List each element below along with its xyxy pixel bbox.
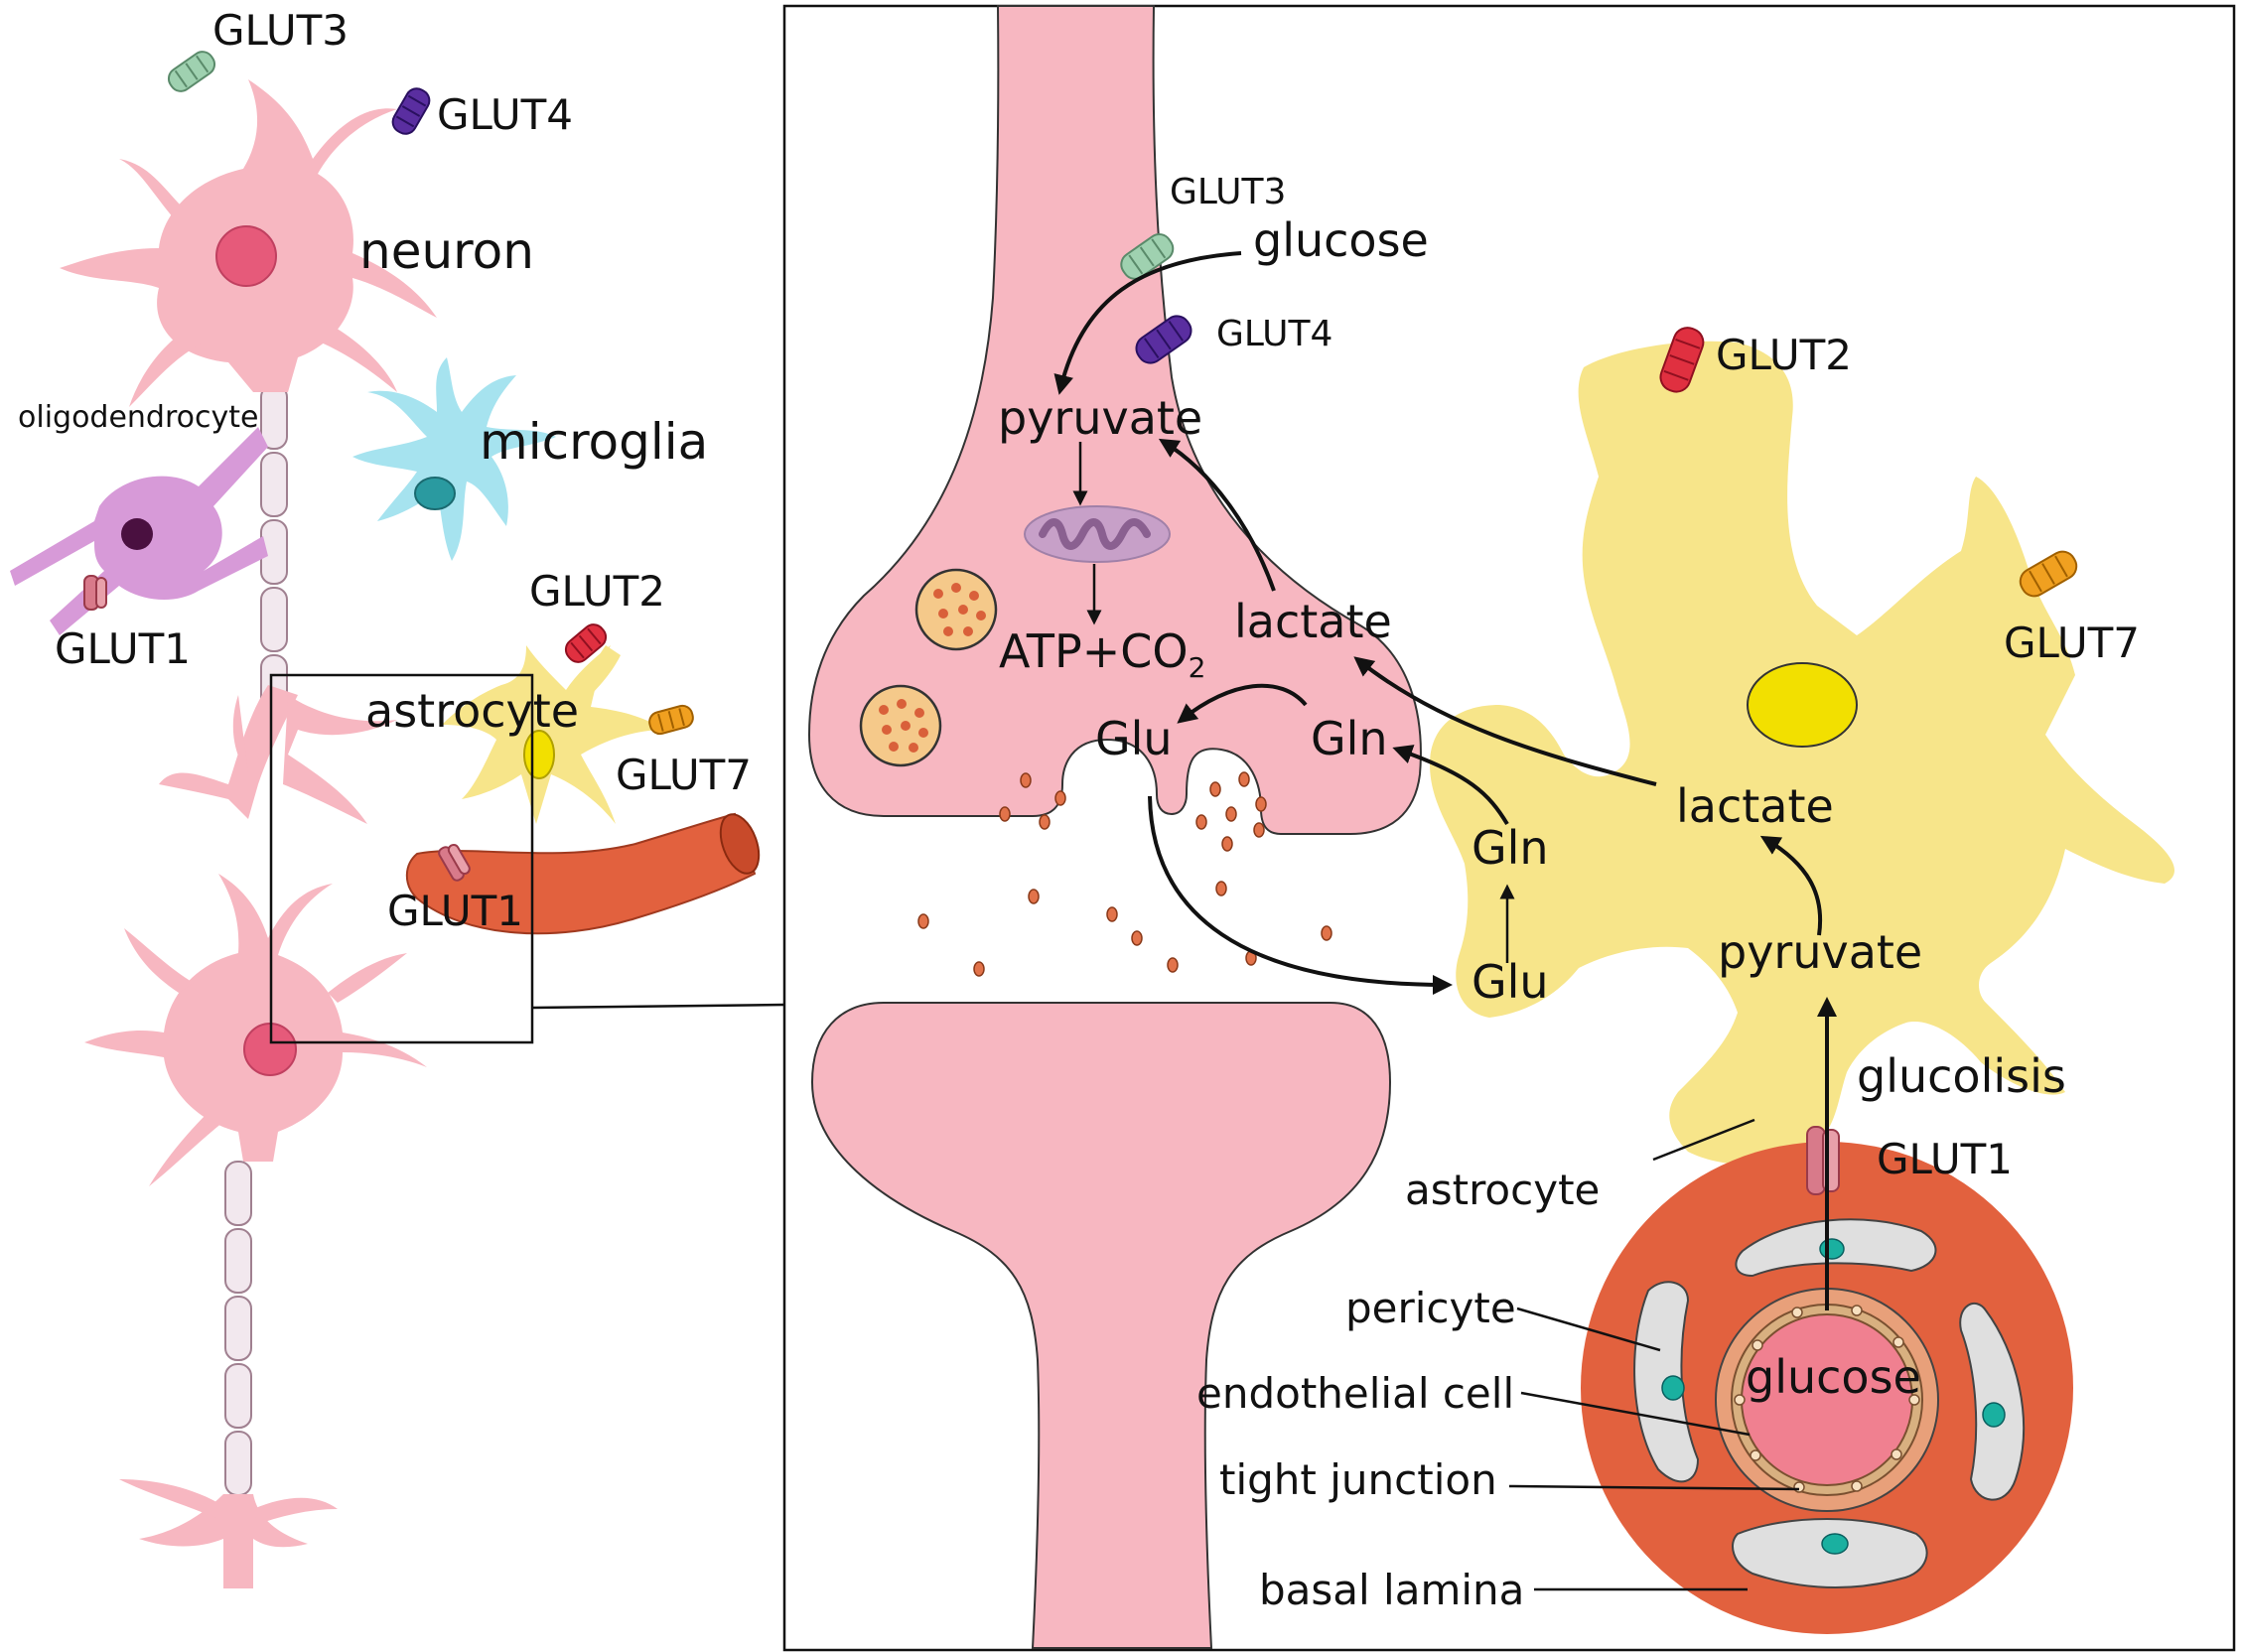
detail-glut1-label: GLUT1: [1877, 1135, 2013, 1183]
overview-glut3-label: GLUT3: [212, 6, 349, 55]
glut4-overview-transporter: [391, 87, 431, 135]
glut2-detail-transporter: [1659, 327, 1705, 393]
arrow-gln-astrocyte-to-neuron: [1392, 745, 1509, 826]
magnifier-connector: [531, 1003, 785, 1010]
synaptic-vesicle-1: [914, 568, 998, 651]
overview-glut2-label: GLUT2: [529, 567, 665, 616]
leader-pericyte: [1516, 1307, 1661, 1352]
microglia: [352, 357, 556, 561]
myelin-sheath-bottom: [224, 1161, 252, 1496]
detail-lactate-astrocyte-label: lactate: [1676, 779, 1834, 833]
glut3-detail-transporter: [1120, 233, 1175, 280]
glut3-overview-transporter: [167, 51, 216, 92]
leader-endothelial: [1520, 1391, 1751, 1437]
astrocyte-overview: [442, 645, 665, 824]
overview-astrocyte-label: astrocyte: [365, 684, 579, 738]
neuron-bottom: [84, 874, 427, 1186]
glut7-detail-transporter: [2019, 550, 2078, 598]
glut2-overview-transporter: [564, 623, 608, 663]
detail-astrocyte-label: astrocyte: [1405, 1166, 1600, 1214]
arrow-lactate-to-pyruvate: [1158, 438, 1276, 592]
blood-vessel-cross-section: [1581, 1142, 2073, 1634]
blood-vessel-overview: [405, 812, 761, 935]
detail-glut7-label: GLUT7: [2004, 619, 2140, 667]
neurotransmitter-dots: [917, 771, 1332, 977]
neuron-nucleus-top: [215, 225, 277, 287]
detail-glucose-vessel-label: glucose: [1746, 1350, 1921, 1404]
overview-glut1-vessel-label: GLUT1: [387, 887, 523, 935]
overview-glut1-oligo-label: GLUT1: [55, 624, 191, 673]
detail-glut4-label: GLUT4: [1216, 314, 1332, 354]
pericyte-nucleus-bottom: [1821, 1533, 1849, 1555]
detail-panel-content: GLUT3 glucose GLUT4 pyruvate ATP+CO2 lac…: [807, 5, 2174, 1649]
postsynaptic-neuron: [810, 1002, 1392, 1649]
arrow-glucose-to-pyruvate: [1053, 251, 1242, 395]
detail-gln-astrocyte-label: Gln: [1471, 821, 1549, 875]
arrow-pyruvate-to-lactate: [1759, 835, 1823, 936]
detail-pericyte-label: pericyte: [1345, 1284, 1516, 1332]
glut1-oligo-transporter: [83, 575, 107, 611]
overview-neuron-label: neuron: [359, 222, 534, 280]
oligodendrocyte-nucleus: [121, 518, 153, 550]
pathway-arrows: [1053, 251, 1837, 1591]
astrocyte-detail: [1430, 341, 2174, 1166]
detail-glucose-top-label: glucose: [1253, 213, 1429, 267]
detail-basal-lamina-label: basal lamina: [1259, 1566, 1524, 1614]
leader-tight-junction: [1508, 1484, 1800, 1491]
pericyte-nucleus-right: [1982, 1402, 2006, 1428]
detail-pyruvate-neuron-label: pyruvate: [998, 391, 1202, 445]
pericyte-nucleus-left: [1661, 1375, 1685, 1401]
glut4-detail-transporter: [1135, 315, 1192, 364]
detail-glut2-label: GLUT2: [1716, 331, 1852, 379]
detail-lactate-neuron-label: lactate: [1234, 595, 1392, 648]
neuron-bottom-terminal: [119, 1479, 338, 1588]
detail-gln-neuron-label: Gln: [1311, 712, 1388, 765]
leader-astrocyte: [1652, 1118, 1755, 1162]
overview-glut4-label: GLUT4: [437, 90, 573, 139]
synaptic-vesicle-2: [859, 684, 942, 767]
mitochondrion: [1024, 505, 1171, 563]
pericyte-nucleus-top: [1819, 1238, 1845, 1260]
detail-pyruvate-astrocyte-label: pyruvate: [1718, 925, 1922, 979]
tight-junction-dots: [1734, 1305, 1920, 1493]
glut1-detail-transporter: [1806, 1126, 1840, 1195]
detail-glucolisis-label: glucolisis: [1857, 1049, 2066, 1103]
overview-glut7-label: GLUT7: [616, 751, 752, 799]
detail-atp-label: ATP+CO2: [999, 624, 1205, 684]
glut1-vessel-transporter: [438, 843, 471, 882]
overview-panel: GLUT3 GLUT4 neuron oligodendrocyte micro…: [10, 6, 785, 1588]
magnifier-box: [269, 673, 534, 1044]
arrow-lactate-astrocyte-to-neuron: [1353, 656, 1657, 786]
glut7-overview-transporter: [648, 704, 694, 736]
astrocyte-overview-nucleus: [523, 730, 555, 779]
detail-endothelial-label: endothelial cell: [1196, 1369, 1514, 1418]
astrocyte-detail-nucleus: [1747, 662, 1858, 748]
detail-glu-neuron-label: Glu: [1095, 712, 1173, 765]
detail-glut3-label: GLUT3: [1170, 172, 1286, 212]
microglia-nucleus: [414, 477, 456, 510]
pericyte-right: [1959, 1302, 2026, 1501]
detail-tight-junction-label: tight junction: [1219, 1455, 1497, 1504]
overview-microglia-label: microglia: [480, 413, 708, 471]
overview-oligodendrocyte-label: oligodendrocyte: [18, 400, 258, 435]
detail-glu-astrocyte-label: Glu: [1471, 955, 1549, 1009]
arrow-glu-uptake: [1148, 795, 1453, 995]
arrow-gln-to-glu-neuron: [1177, 683, 1308, 724]
neuron-bottom-dendrites: [159, 685, 397, 824]
